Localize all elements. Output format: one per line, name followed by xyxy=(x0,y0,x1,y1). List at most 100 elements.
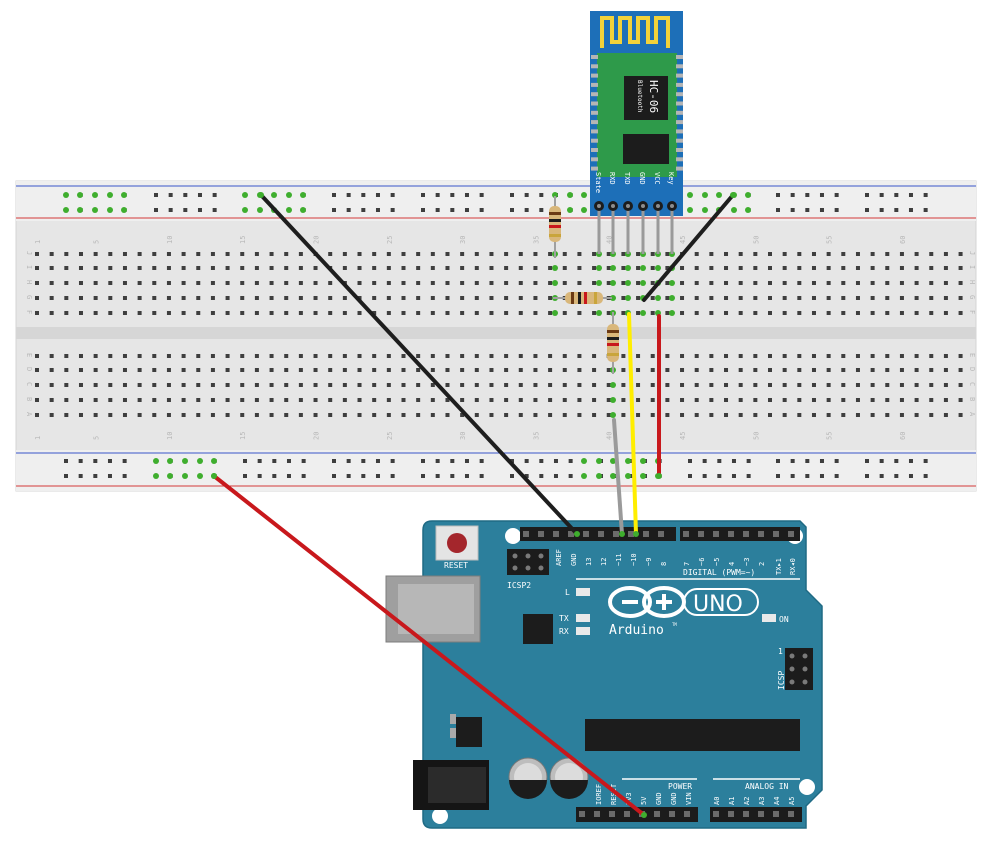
row-letter: A xyxy=(25,412,33,417)
power-pin-label: GND xyxy=(655,792,663,805)
icsp2-header xyxy=(507,549,549,575)
row-letter: J xyxy=(25,251,33,255)
row-letter: I xyxy=(25,265,33,269)
breadboard-holes xyxy=(35,193,963,478)
column-number-bottom: 15 xyxy=(239,432,247,440)
row-letter: F xyxy=(25,310,33,314)
power-label: POWER xyxy=(668,782,692,791)
row-letter: D xyxy=(25,367,33,371)
on-label: ON xyxy=(779,615,789,624)
led-rx xyxy=(576,627,590,635)
bluetooth-pin-label: TXD xyxy=(623,172,631,185)
digital-pin-label: ~9 xyxy=(645,558,653,566)
analog-header xyxy=(710,807,802,822)
row-letter: J xyxy=(968,251,976,255)
row-letter: B xyxy=(968,397,976,401)
wire-tx-yellow xyxy=(627,312,638,536)
bluetooth-pin-label: State xyxy=(594,172,602,193)
model-label: UNO xyxy=(693,592,743,617)
digital-pin-label: 2 xyxy=(758,562,766,566)
row-letter: C xyxy=(25,382,33,386)
row-letter: B xyxy=(25,397,33,401)
row-letter: E xyxy=(968,353,976,357)
wires xyxy=(212,193,735,817)
led-rx-label: RX xyxy=(559,627,569,636)
digital-pin-label: 4 xyxy=(728,562,736,566)
column-number-top: 25 xyxy=(386,236,394,244)
brand-label: Arduino xyxy=(609,623,664,638)
column-number-top: 60 xyxy=(899,236,907,244)
icsp-header xyxy=(785,648,813,690)
analog-pin-label: A4 xyxy=(773,797,781,805)
row-letter: D xyxy=(968,367,976,371)
bluetooth-side-pins xyxy=(591,55,683,171)
breadboard: 1155101015152020252530303535404045455050… xyxy=(15,180,977,492)
digital-label: DIGITAL (PWM=~) xyxy=(683,568,755,577)
led-tx xyxy=(576,614,590,622)
digital-pin-label: AREF xyxy=(555,549,563,566)
chip-sub: Bluetooth xyxy=(636,80,643,113)
power-pin-label: GND xyxy=(670,792,678,805)
resistor-1 xyxy=(549,196,561,258)
led-l-label: L xyxy=(565,588,570,597)
digital-pin-label: 12 xyxy=(600,558,608,566)
column-number-top: 30 xyxy=(459,236,467,244)
row-letter: E xyxy=(25,353,33,357)
row-letter: G xyxy=(25,295,33,299)
row-letter: I xyxy=(968,265,976,269)
digital-header-right xyxy=(680,527,800,541)
column-number-bottom: 1 xyxy=(34,436,42,440)
column-number-bottom: 60 xyxy=(899,432,907,440)
column-number-top: 20 xyxy=(313,236,321,244)
digital-pin-label: GND xyxy=(570,553,578,566)
resistor-2 xyxy=(553,292,612,304)
row-letter: H xyxy=(25,280,33,284)
icsp-label: ICSP xyxy=(777,671,786,690)
column-number-top: 40 xyxy=(606,236,614,244)
row-letter: C xyxy=(968,382,976,386)
icsp-num: 1 xyxy=(778,647,783,656)
chip-title: HC-06 xyxy=(647,80,660,113)
digital-pin-label: ~6 xyxy=(698,558,706,566)
column-number-top: 50 xyxy=(752,236,760,244)
row-letter: H xyxy=(968,280,976,284)
column-number-bottom: 55 xyxy=(826,432,834,440)
column-number-bottom: 25 xyxy=(386,432,394,440)
antenna-icon xyxy=(600,16,670,48)
header-pins xyxy=(523,531,794,817)
column-number-bottom: 40 xyxy=(606,432,614,440)
column-number-top: 15 xyxy=(239,236,247,244)
bluetooth-pin-label: RXD xyxy=(608,172,616,185)
bluetooth-chip xyxy=(624,76,668,120)
analog-pin-label: A1 xyxy=(728,797,736,805)
rx-pin-label: RX◂0 xyxy=(789,558,797,575)
digital-pin-label: ~3 xyxy=(743,558,751,566)
wire-gnd-black xyxy=(259,193,579,536)
column-number-bottom: 45 xyxy=(679,432,687,440)
digital-pin-label: ~11 xyxy=(615,553,623,566)
digital-pin-label: ~5 xyxy=(713,558,721,566)
row-letter: G xyxy=(968,295,976,299)
column-number-bottom: 35 xyxy=(532,432,540,440)
column-number-bottom: 5 xyxy=(93,436,101,440)
power-pin-label: IOREF xyxy=(595,784,603,805)
microcontroller xyxy=(585,719,800,751)
power-pin-label: VIN xyxy=(685,792,693,805)
column-number-bottom: 50 xyxy=(752,432,760,440)
tx-pin-label: TX▸1 xyxy=(775,558,783,575)
analog-pin-label: A0 xyxy=(713,797,721,805)
column-number-top: 10 xyxy=(166,236,174,244)
column-number-top: 35 xyxy=(532,236,540,244)
wire-endpoints xyxy=(211,192,736,818)
arduino-uno: RESET ICSP2 L TX RX ON UNO Arduino TM xyxy=(385,520,823,829)
reset-label: RESET xyxy=(444,561,468,570)
analog-pin-label: A2 xyxy=(743,797,751,805)
power-pin-label: 3V3 xyxy=(625,792,633,805)
led-on xyxy=(762,614,776,622)
wire-5v-red xyxy=(212,474,646,817)
analog-pin-label: A5 xyxy=(788,797,796,805)
